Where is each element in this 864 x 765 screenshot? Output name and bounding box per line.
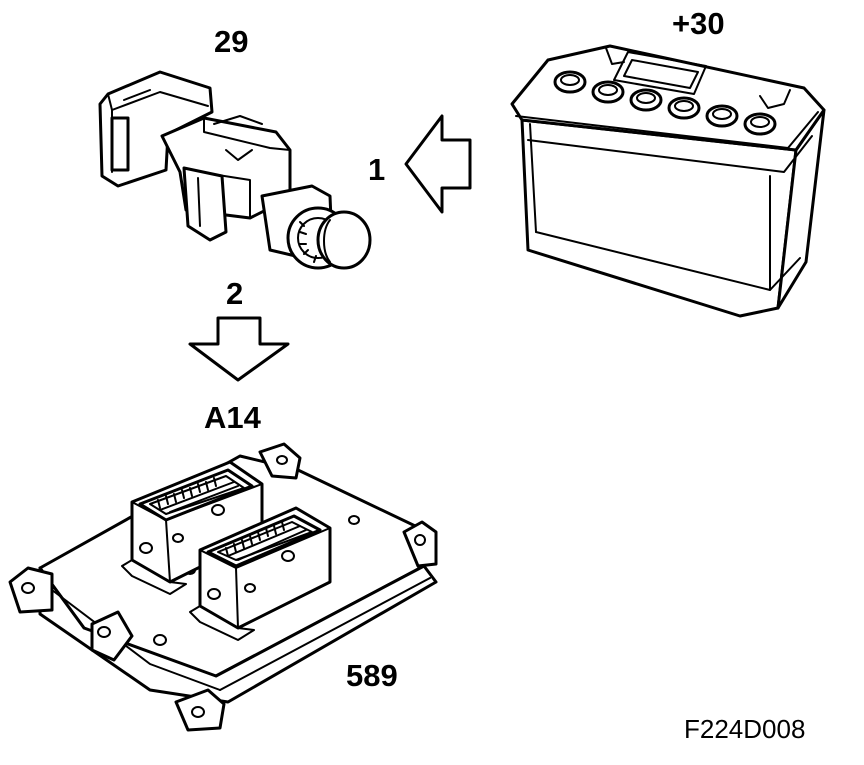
switch-reference-label: 29 (214, 24, 249, 59)
module-reference-label: A14 (204, 400, 261, 435)
arrow-2-icon (188, 316, 290, 382)
battery-component (510, 44, 826, 318)
arrow-1-label: 1 (368, 152, 386, 187)
battery-reference-label: +30 (672, 6, 725, 41)
control-module-component (8, 442, 438, 732)
arrow-1-icon (404, 114, 472, 214)
module-number-label: 589 (346, 658, 398, 693)
switch-component (98, 70, 372, 270)
arrow-2-label: 2 (226, 276, 244, 311)
figure-code-label: F224D008 (684, 714, 806, 744)
